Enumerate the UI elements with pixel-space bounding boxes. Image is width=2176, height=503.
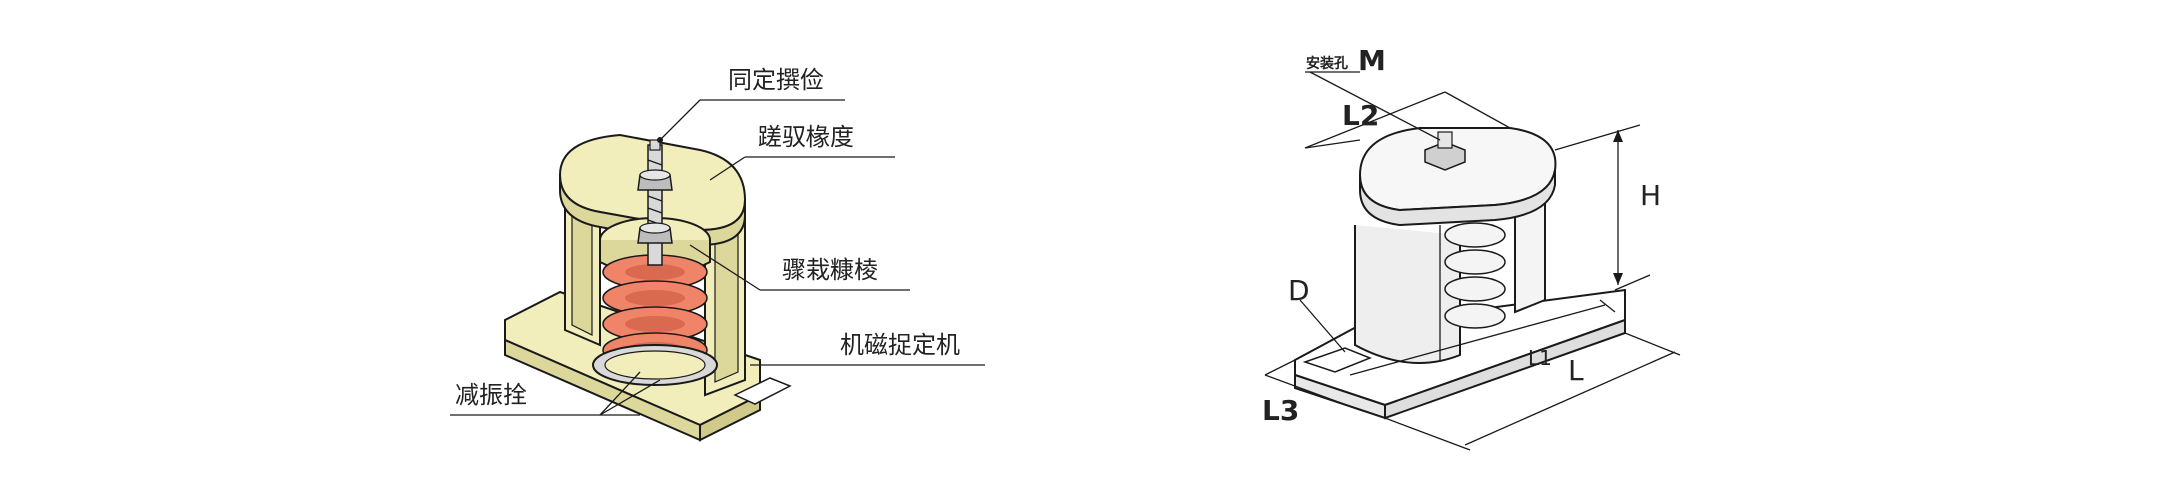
right-top-nut bbox=[1424, 131, 1466, 171]
right-base-slot bbox=[1302, 347, 1373, 373]
callout-spring: 骤栽糠棱 bbox=[782, 256, 878, 284]
cutaway-isolator: 同定撰俭 蹉驭椽度 骤栽糠棱 机磁捉定机 减振拴 bbox=[450, 66, 985, 442]
label-length1: L1 bbox=[1528, 346, 1552, 370]
bolt bbox=[637, 139, 673, 266]
callout-leaders bbox=[450, 99, 985, 416]
callout-top-bolt: 同定撰俭 bbox=[728, 66, 824, 94]
dimensioned-isolator: 安装孔 M L2 H D L1 L L3 bbox=[1262, 44, 1681, 451]
dimension-lines bbox=[1264, 71, 1681, 451]
right-top-cover bbox=[1358, 127, 1557, 212]
right-housing-shell bbox=[1354, 225, 1461, 364]
label-diameter: D bbox=[1288, 274, 1310, 307]
base-plate-side bbox=[699, 393, 761, 442]
label-height: H bbox=[1640, 179, 1661, 212]
callout-top-cover: 蹉驭椽度 bbox=[758, 123, 854, 151]
label-length2: L2 bbox=[1342, 99, 1379, 132]
label-mount-prefix: 安装孔 bbox=[1306, 55, 1348, 72]
base-slot bbox=[733, 377, 792, 405]
label-length3: L3 bbox=[1262, 394, 1299, 427]
label-length: L bbox=[1568, 354, 1584, 387]
callout-pad: 减振拴 bbox=[455, 381, 527, 409]
label-mount: M bbox=[1358, 44, 1386, 77]
callout-base: 机磁捉定机 bbox=[840, 331, 960, 359]
right-spring bbox=[1444, 222, 1506, 329]
